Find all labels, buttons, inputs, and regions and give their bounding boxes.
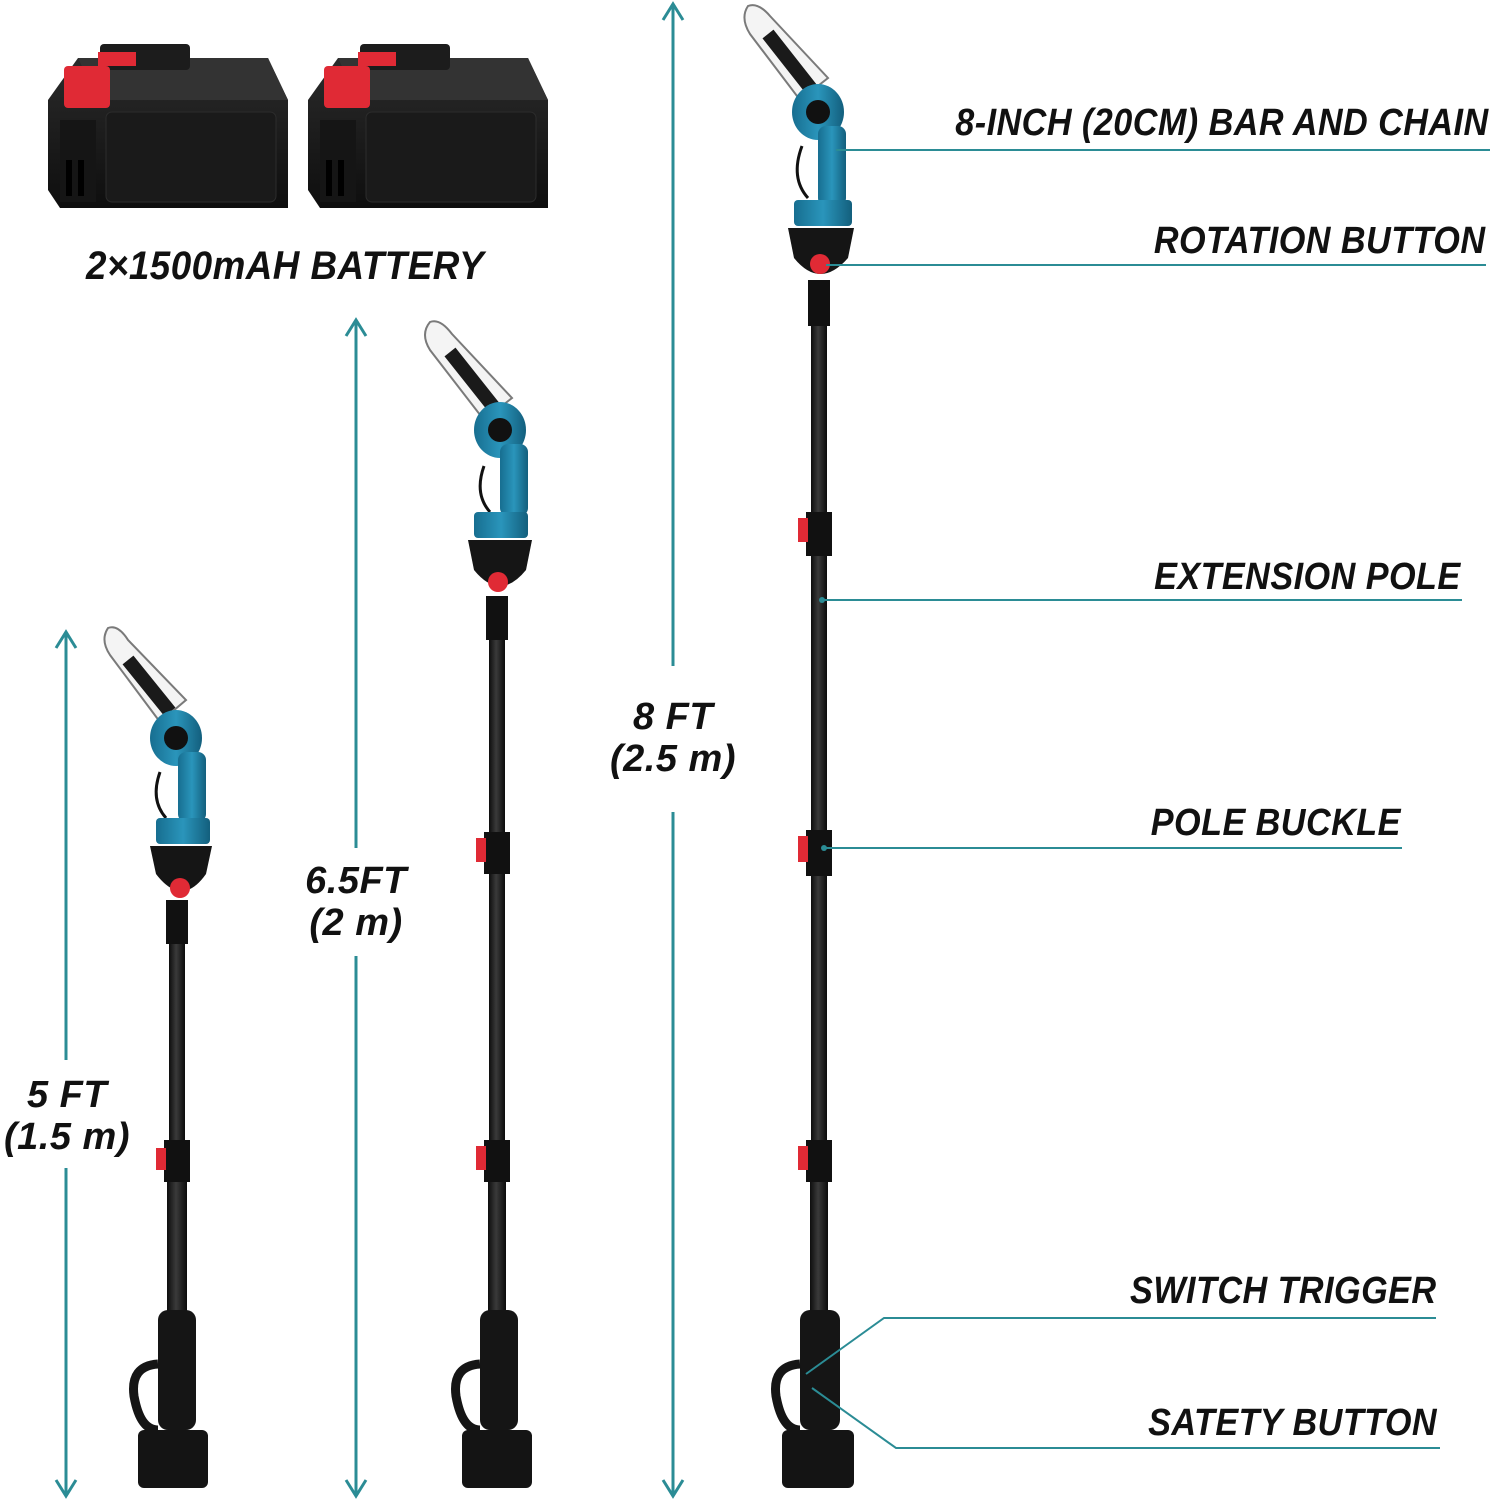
measure-5ft-line2: (1.5 m) <box>4 1116 130 1158</box>
battery-left <box>48 44 288 208</box>
measure-5ft-line1: 5 FT <box>26 1074 108 1116</box>
measure-arrow-5ft <box>54 629 78 1499</box>
callout-extension-pole: EXTENSION POLE <box>1154 556 1461 598</box>
pole-saw-5ft <box>103 626 212 1488</box>
measure-label-6-5ft: 6.5FT (2 m) <box>296 860 416 944</box>
callout-line-safety <box>811 1387 1440 1449</box>
measure-label-5ft: 5 FT (1.5 m) <box>0 1074 134 1158</box>
measure-8ft-line1: 8 FT <box>632 696 714 738</box>
callout-safety-button: SATETY BUTTON <box>1148 1402 1437 1444</box>
pole-saw-6-5ft <box>424 320 532 1488</box>
callout-bar-chain: 8-INCH (20CM) BAR AND CHAIN <box>955 102 1489 144</box>
pole-saw-8ft <box>743 4 854 1488</box>
measure-arrow-8ft <box>661 1 685 1499</box>
measure-label-8ft: 8 FT (2.5 m) <box>602 696 744 780</box>
measure-arrow-6-5ft <box>344 317 368 1499</box>
battery-caption: 2×1500mAH BATTERY <box>86 244 485 288</box>
callout-line-trigger <box>805 1317 1436 1375</box>
callout-dots <box>819 597 827 851</box>
measure-8ft-line2: (2.5 m) <box>610 738 736 780</box>
callout-lines <box>805 149 1490 1449</box>
callout-rotation-button: ROTATION BUTTON <box>1153 220 1485 262</box>
callout-switch-trigger: SWITCH TRIGGER <box>1130 1270 1437 1312</box>
battery-right <box>308 44 548 208</box>
measure-6-5ft-line1: 6.5FT <box>305 860 407 902</box>
measure-6-5ft-line2: (2 m) <box>309 902 403 944</box>
callout-pole-buckle: POLE BUCKLE <box>1150 802 1401 844</box>
